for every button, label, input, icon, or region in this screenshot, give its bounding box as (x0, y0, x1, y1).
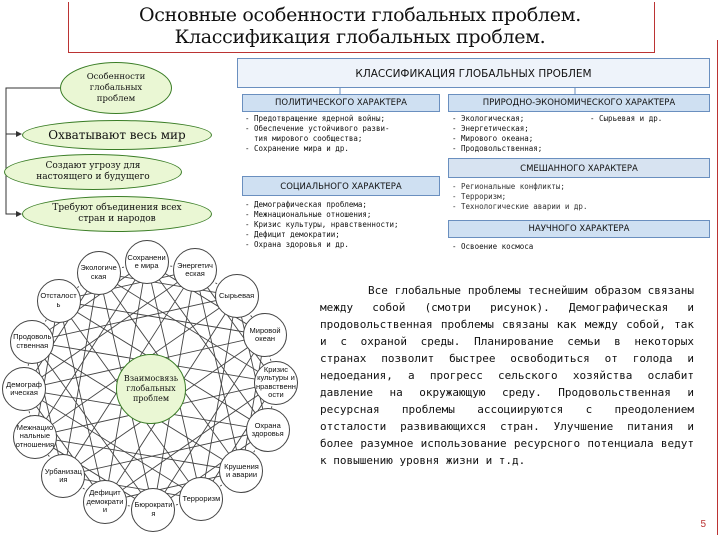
classification-title-box: КЛАССИФИКАЦИЯ ГЛОБАЛЬНЫХ ПРОБЛЕМ (237, 58, 710, 88)
network-node: Продовольственная (10, 319, 55, 364)
page-number: 5 (700, 519, 706, 530)
political-header-label: ПОЛИТИЧЕСКОГО ХАРАКТЕРА (275, 98, 407, 108)
network-node-label: Крушения и аварии (224, 461, 259, 480)
political-items: - Предотвращение ядерной войны; - Обеспе… (245, 114, 390, 153)
network-link (31, 341, 154, 511)
network-node-label: Демографическая (6, 379, 42, 398)
network-node: Крушения и аварии (219, 449, 264, 494)
network-node-label: Сохранение мира (127, 252, 166, 271)
network-node-label: Продовольственная (13, 332, 52, 350)
mixed-header: СМЕШАННОГО ХАРАКТЕРА (448, 158, 710, 178)
network-center: Взаимосвязь глобальных проблем (116, 354, 186, 424)
right-border-line (717, 40, 718, 535)
natural-extra: - Сырьевая и др. (590, 114, 663, 123)
network-node-label: Энергетическая (177, 260, 213, 279)
body-paragraph: Все глобальные проблемы теснейшим образо… (320, 284, 694, 467)
network-node-label: Охрана здоровья (251, 420, 284, 439)
title-line-1: Основные особенности глобальных проблем. (139, 4, 581, 26)
network-node-label: Кризис культуры и нравственности (255, 364, 296, 400)
classification-title: КЛАССИФИКАЦИЯ ГЛОБАЛЬНЫХ ПРОБЛЕМ (355, 68, 592, 80)
feature-oval-2: Создают угрозу для настоящего и будущего (4, 154, 182, 190)
social-header: СОЦИАЛЬНОГО ХАРАКТЕРА (242, 176, 440, 196)
features-header-oval: Особенности глобальных проблем (60, 62, 172, 114)
network-node: Сохранение мира (124, 240, 169, 285)
network-link (58, 269, 196, 302)
page-title: Основные особенности глобальных проблем.… (0, 4, 720, 48)
features-connectors (5, 87, 60, 217)
feature-oval-1: Охватывают весь мир (22, 120, 212, 150)
network-node: Межнациональные отношения (12, 414, 57, 459)
network-node: Энергетическая (173, 248, 218, 293)
feature-item-3: Требуют объединения всех стран и народов (52, 203, 182, 224)
network-link (236, 295, 269, 431)
network-link (104, 470, 242, 503)
feature-oval-3: Требуют объединения всех стран и народов (22, 196, 212, 232)
network-node-label: Мировой океан (249, 325, 281, 344)
network-link (31, 341, 64, 477)
classification-connectors (339, 88, 576, 94)
network-node: Демографическая (2, 367, 47, 412)
network-link (200, 382, 277, 500)
network-node: Мировой океан (243, 313, 288, 358)
social-header-label: СОЦИАЛЬНОГО ХАРАКТЕРА (280, 182, 402, 192)
network-node-label: Отсталость (40, 291, 77, 309)
network-link (98, 272, 237, 297)
network-node: Охрана здоровья (245, 408, 290, 453)
network-node: Дефицит демократии (82, 479, 127, 524)
feature-item-1: Охватывают весь мир (48, 128, 186, 142)
network-node-label: Межнациональные отношения (15, 422, 55, 449)
network-link (58, 300, 106, 502)
natural-header-label: ПРИРОДНО-ЭКОНОМИЧЕСКОГО ХАРАКТЕРА (482, 98, 676, 108)
scientific-header: НАУЧНОГО ХАРАКТЕРА (448, 220, 710, 238)
title-line-2: Классификация глобальных проблем. (174, 26, 546, 48)
network-link (63, 475, 202, 500)
network-link (34, 436, 242, 472)
network-node: Экологическая (76, 250, 121, 295)
political-header: ПОЛИТИЧЕСКОГО ХАРАКТЕРА (242, 94, 440, 112)
network-node: Сырьевая (214, 273, 259, 318)
network-link (32, 261, 147, 343)
network-link (194, 269, 277, 383)
network-link (34, 300, 59, 437)
network-node-label: Экологическая (80, 263, 117, 281)
network-node: Кризис культуры и нравственности (253, 360, 298, 405)
network-node: Урбанизация (41, 454, 86, 499)
network-node: Бюрократия (131, 487, 176, 532)
network-link (153, 429, 268, 511)
social-items: - Демографическая проблема; - Межнациона… (245, 200, 399, 249)
scientific-header-label: НАУЧНОГО ХАРАКТЕРА (528, 224, 630, 234)
mixed-items: - Региональные конфликты; - Терроризм; -… (452, 182, 588, 211)
network-node-label: Урбанизация (44, 466, 82, 485)
title-frame (68, 2, 655, 53)
scientific-items: - Освоение космоса (452, 242, 534, 251)
network-center-label: Взаимосвязь глобальных проблем (123, 374, 179, 403)
network-node-label: Сырьевая (219, 290, 255, 300)
network-link (23, 389, 202, 500)
mixed-header-label: СМЕШАННОГО ХАРАКТЕРА (520, 164, 638, 174)
network-link (58, 300, 266, 336)
feature-item-2: Создают угрозу для настоящего и будущего (36, 161, 150, 182)
network-node-label: Дефицит демократии (86, 488, 124, 515)
network-node-label: Терроризм (182, 493, 221, 503)
network-node: Отсталость (36, 278, 81, 323)
natural-header: ПРИРОДНО-ЭКОНОМИЧЕСКОГО ХАРАКТЕРА (448, 94, 710, 112)
features-header: Особенности глобальных проблем (86, 71, 146, 104)
natural-items: - Экологическая; - Энергетическая; - Мир… (452, 114, 543, 153)
network-node-label: Бюрократия (134, 500, 173, 518)
network-link (241, 335, 266, 472)
network-node: Терроризм (179, 477, 224, 522)
